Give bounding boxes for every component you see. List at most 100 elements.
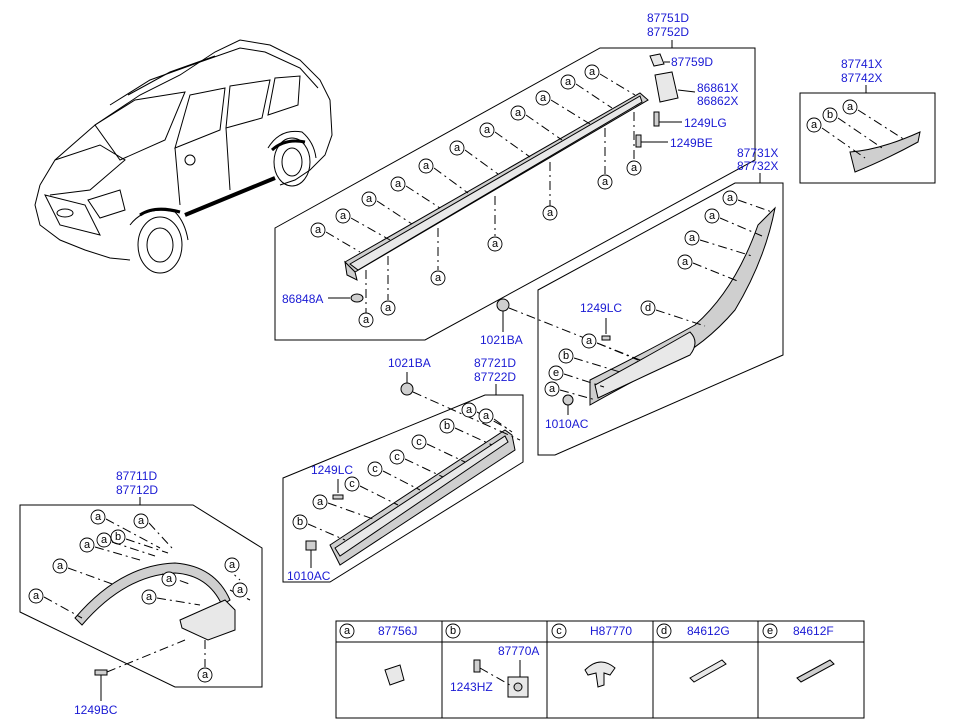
svg-text:a: a [95,511,102,523]
svg-text:a: a [166,573,173,585]
svg-text:a: a [33,590,40,602]
svg-text:c: c [349,478,355,490]
quarter-moulding-group: 87741X 87742X a b a [799,57,936,184]
svg-text:a: a [689,232,696,244]
legend-table: a 87756J b 87770A 1243HZ c H87770 d 8461… [335,620,865,719]
label-86862x: 86862X [697,94,738,108]
screw-1249be [635,134,642,148]
svg-text:c: c [372,463,378,475]
label-87759d: 87759D [671,55,713,69]
callouts-top-group: a a a a a a a a a a a a a [310,64,642,328]
label-1010ac-upper: 1010AC [545,417,589,431]
label-87741x: 87741X [841,57,882,71]
svg-text:a: a [483,410,490,422]
svg-text:b: b [297,516,303,528]
label-87751d: 87751D [647,11,689,25]
legend-letter-d: d [661,625,667,637]
svg-text:a: a [631,162,638,174]
legend-part-e: 84612F [793,624,834,638]
svg-text:a: a [435,272,442,284]
svg-text:a: a [709,210,716,222]
svg-text:b: b [115,531,121,543]
label-86848a: 86848A [282,292,323,306]
svg-text:c: c [394,451,400,463]
label-87712d: 87712D [116,483,158,497]
label-1249lc-lower: 1249LC [311,463,353,477]
label-87742x: 87742X [841,71,882,85]
rear-door-moulding-group: 87731X 87732X 1021BA 1249LC 1010AC a a a… [480,146,784,456]
clip-87759d [649,53,665,67]
suv-illustration [34,39,333,274]
front-door-moulding-group: 87721D 87722D 1021BA 1249LC 1010AC a a b… [282,356,524,583]
legend-part-b-screw: 1243HZ [450,680,493,694]
svg-text:a: a [602,176,609,188]
svg-text:a: a [549,383,556,395]
svg-text:a: a [340,210,347,222]
label-87732x: 87732X [737,159,778,173]
svg-text:a: a [547,207,554,219]
svg-text:a: a [847,101,854,113]
label-1021ba-upper: 1021BA [480,333,523,347]
legend-letter-a: a [344,625,351,637]
svg-text:a: a [484,124,491,136]
svg-text:a: a [138,515,145,527]
bracket-86861x [654,71,679,103]
svg-text:a: a [84,539,91,551]
svg-text:a: a [466,404,473,416]
svg-text:a: a [454,142,461,154]
legend-icon-e [796,659,835,683]
label-1249be: 1249BE [670,136,713,150]
label-1249lg: 1249LG [684,116,727,130]
label-1010ac-lower: 1010AC [287,569,331,583]
legend-letter-c: c [556,625,562,637]
svg-text:a: a [682,256,689,268]
svg-text:a: a [229,559,236,571]
legend-letter-e: e [767,625,773,637]
svg-text:a: a [101,534,108,546]
svg-text:b: b [563,350,569,362]
legend-part-c: H87770 [590,624,632,638]
svg-text:a: a [727,192,734,204]
svg-text:a: a [315,224,322,236]
rocker-moulding-group: 87751D 87752D 87759D 86861X 86862X 1249L… [274,11,756,341]
legend-icon-a [384,664,405,686]
label-87721d: 87721D [474,356,516,370]
nut-1021ba [496,298,510,312]
svg-text:a: a [492,238,499,250]
svg-text:a: a [395,178,402,190]
svg-text:a: a [515,107,522,119]
svg-text:a: a [366,193,373,205]
svg-text:a: a [586,335,593,347]
legend-part-b-main: 87770A [498,644,539,658]
svg-text:a: a [385,302,392,314]
legend-part-a: 87756J [378,624,417,638]
svg-text:d: d [645,302,651,314]
label-87722d: 87722D [474,370,516,384]
legend-part-d: 84612G [687,624,730,638]
svg-text:b: b [444,420,450,432]
svg-text:a: a [146,591,153,603]
svg-text:a: a [811,119,818,131]
legend-icon-d [689,659,727,683]
svg-text:a: a [565,76,572,88]
svg-text:a: a [540,92,547,104]
label-86861x: 86861X [697,81,738,95]
svg-text:a: a [589,66,596,78]
label-1249bc: 1249BC [74,703,118,717]
svg-text:a: a [363,314,370,326]
svg-text:a: a [57,560,64,572]
svg-text:a: a [317,496,324,508]
svg-text:b: b [827,109,833,121]
svg-text:e: e [553,367,559,379]
label-87752d: 87752D [647,25,689,39]
legend-letter-b: b [450,625,456,637]
svg-text:c: c [416,436,422,448]
svg-text:a: a [237,584,244,596]
wheel-arch-moulding-group: 87711D 87712D 1249BC a a b a a a a a a a… [19,469,263,717]
legend-icon-c [584,661,616,688]
label-87711d: 87711D [116,469,157,483]
label-87731x: 87731X [737,146,778,160]
svg-text:a: a [202,669,209,681]
label-1021ba-lower: 1021BA [388,356,431,370]
